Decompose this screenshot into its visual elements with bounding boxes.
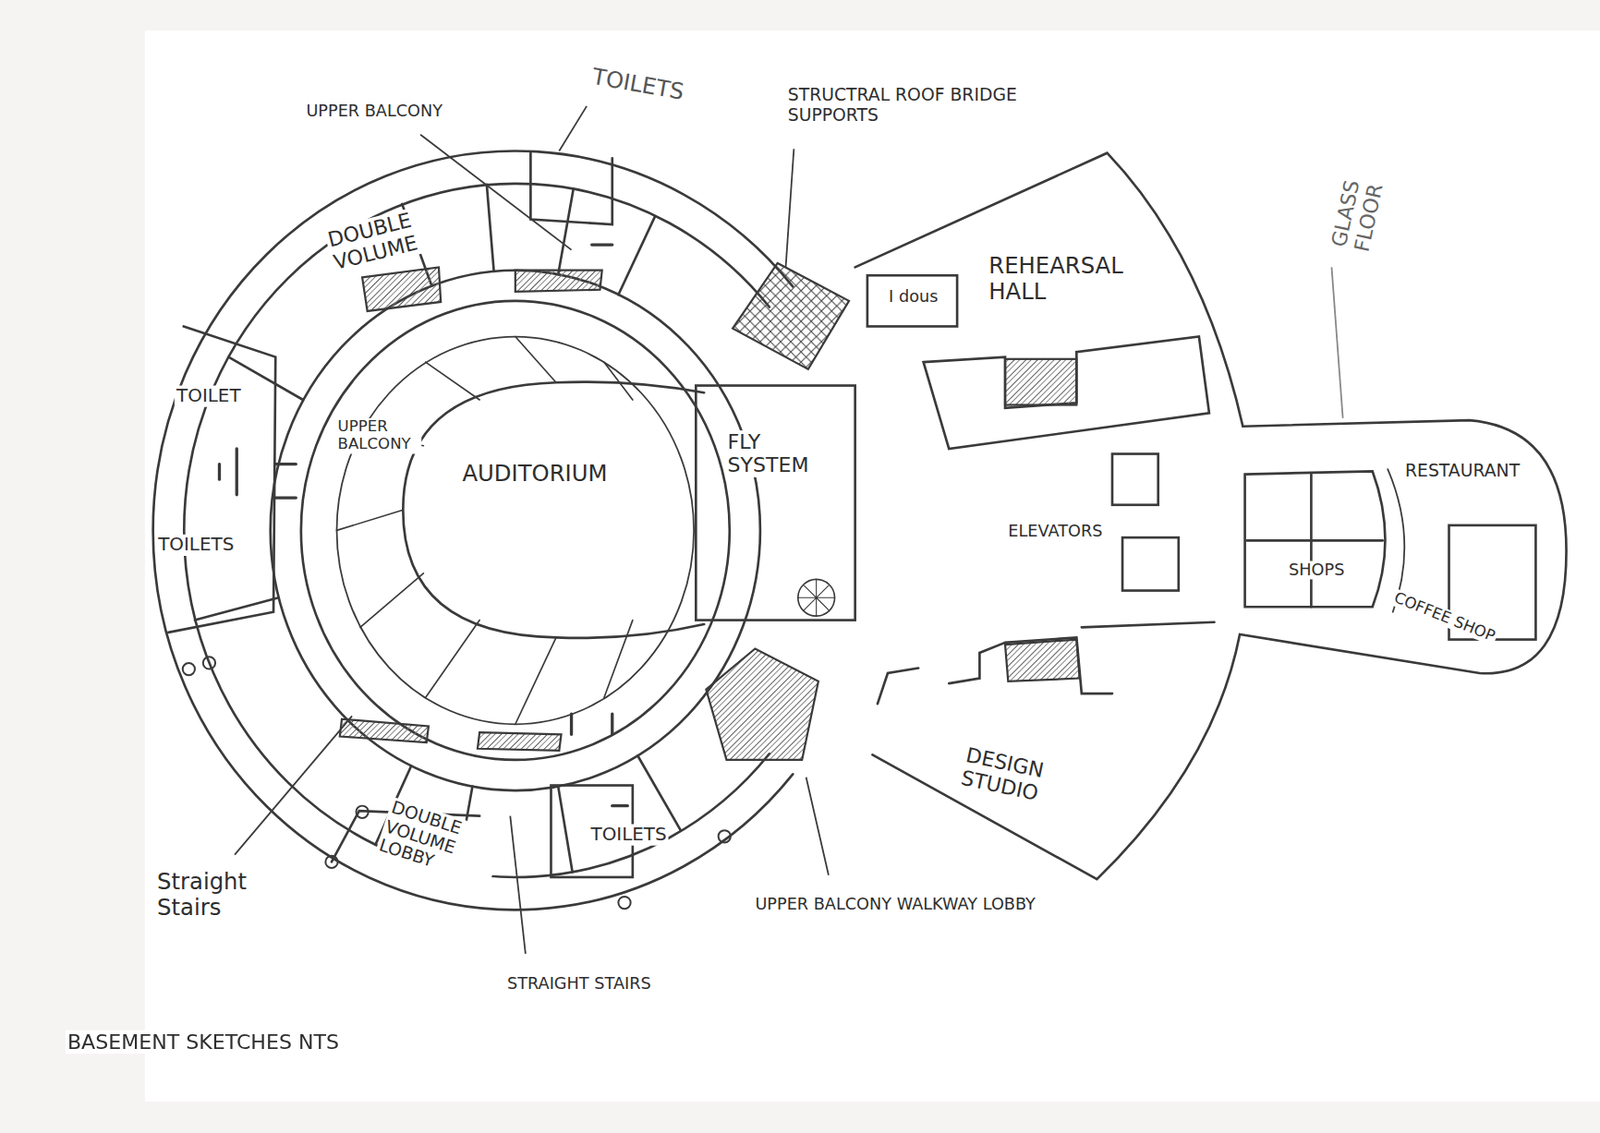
room-name: TOILETS	[156, 534, 236, 557]
room-label-box: I dous	[884, 285, 946, 311]
hatched-elements	[339, 263, 1080, 761]
room-label-box: FLY SYSTEM	[722, 428, 849, 482]
callout-label: UPPER BALCONY	[303, 101, 445, 121]
room-label-box: AUDITORIUM	[457, 459, 615, 491]
room-label-box: TOILET	[171, 383, 249, 412]
callout-label: STRAIGHT STAIRS	[505, 975, 654, 994]
room-name: TOILET	[174, 386, 243, 408]
room-name: TOILETS	[588, 824, 668, 847]
paper	[145, 30, 1600, 1103]
room-name: SHOPS	[1286, 561, 1347, 581]
room-name: REHEARSAL HALL	[986, 253, 1144, 305]
room-label-box: RESTAURANT	[1399, 459, 1527, 486]
room-name: UPPER BALCONY	[335, 418, 422, 454]
room-name: FLY SYSTEM	[725, 430, 844, 478]
room-label-box: UPPER BALCONY	[332, 416, 427, 459]
callout-label: Straight Stairs	[155, 869, 274, 922]
sheet-caption: BASEMENT SKETCHES NTS	[65, 1030, 341, 1055]
room-name: I dous	[886, 287, 941, 306]
walls	[153, 150, 1567, 910]
room-label-box: TOILETS	[585, 822, 674, 850]
callout-label: STRUCTRAL ROOF BRIDGE SUPPORTS	[786, 85, 1071, 126]
room-label-box: TOILETS	[153, 533, 242, 561]
room-label-box: REHEARSAL HALL	[983, 251, 1150, 310]
callout-label: UPPER BALCONY WALKWAY LOBBY	[752, 896, 1038, 915]
room-label-box: SHOPS	[1284, 558, 1353, 584]
room-name: RESTAURANT	[1403, 460, 1523, 482]
callout-label: ELEVATORS	[1006, 522, 1104, 542]
leader-lines	[234, 106, 1344, 955]
room-name: AUDITORIUM	[460, 460, 609, 487]
